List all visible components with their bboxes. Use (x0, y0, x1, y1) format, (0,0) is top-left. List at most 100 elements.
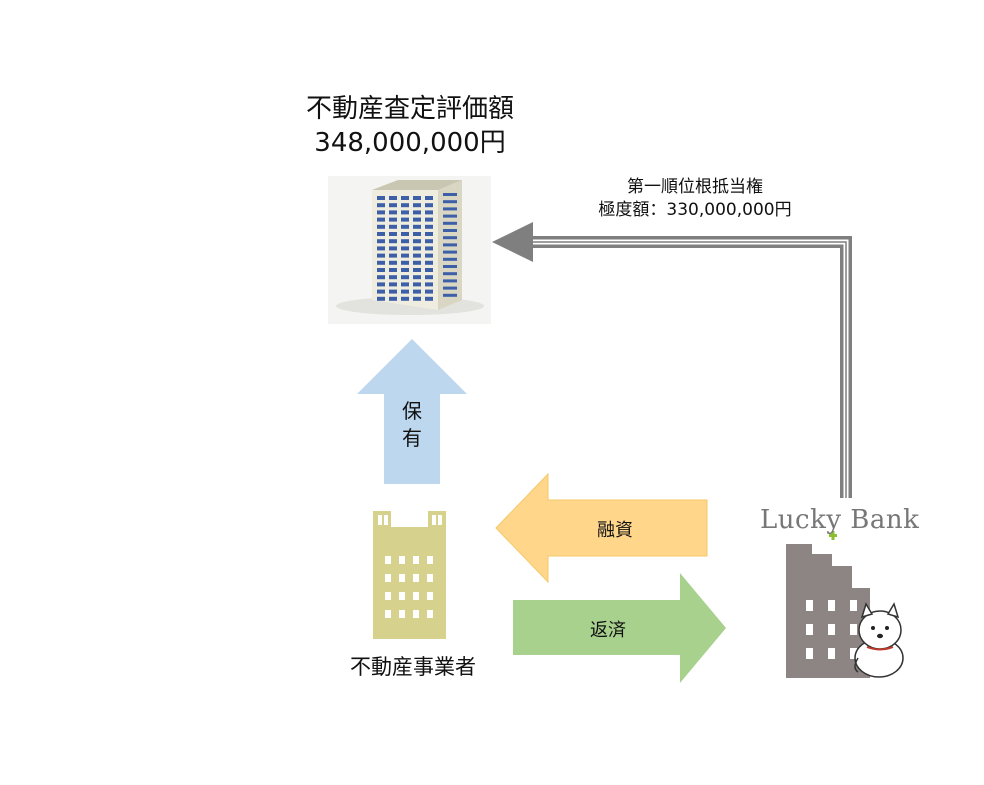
window (399, 556, 405, 564)
window (413, 196, 421, 200)
window (425, 203, 433, 208)
window (401, 275, 409, 280)
window (389, 210, 397, 215)
window (377, 232, 385, 236)
window (413, 203, 421, 208)
repay-label: 返済 (590, 620, 626, 641)
window (401, 239, 409, 244)
window (425, 296, 433, 301)
window (425, 196, 433, 200)
window (425, 239, 433, 244)
window (413, 610, 419, 618)
logo-text-lucky: Lucky (760, 505, 851, 535)
window (806, 648, 813, 659)
window (389, 253, 397, 258)
window (389, 232, 397, 236)
window (443, 265, 457, 268)
window (389, 217, 397, 222)
window (413, 282, 421, 287)
window (401, 217, 409, 222)
window (389, 224, 397, 229)
window (413, 260, 421, 265)
window (377, 224, 385, 229)
window (413, 246, 421, 251)
dog-mascot-illustration (854, 602, 904, 678)
window (413, 217, 421, 222)
window (443, 257, 457, 261)
window (377, 282, 385, 287)
window (425, 246, 433, 251)
logo-plus-icon (829, 531, 837, 540)
window (401, 246, 409, 251)
window (828, 648, 835, 659)
window (413, 296, 421, 301)
own-label: 保 有 (402, 399, 422, 450)
window (425, 210, 433, 215)
own-arrow (357, 339, 467, 484)
window (377, 296, 385, 301)
loan-arrow (495, 472, 708, 584)
company-label: 不動産事業者 (350, 655, 476, 679)
window (850, 648, 857, 659)
window (425, 289, 433, 294)
window (389, 289, 397, 294)
window (425, 282, 433, 287)
window (389, 296, 397, 301)
appraisal-amount: 348,000,000円 (314, 128, 506, 158)
lien-type: 第一順位根抵当権 (627, 177, 763, 197)
window (389, 239, 397, 244)
window (806, 624, 813, 635)
window (377, 260, 385, 265)
window (377, 196, 385, 200)
window (399, 592, 405, 600)
window (377, 210, 385, 215)
lucky-bank-logo: Lucky Bank (760, 505, 940, 535)
window (389, 275, 397, 280)
window (389, 196, 397, 200)
window (399, 574, 405, 582)
window (413, 556, 419, 564)
window (443, 243, 457, 247)
window (413, 253, 421, 258)
window (413, 275, 421, 280)
lien-limit: 極度額：330,000,000円 (598, 200, 792, 220)
appraisal-label: 不動産査定評価額 (305, 94, 514, 124)
window (389, 268, 397, 272)
window (401, 253, 409, 258)
window (443, 193, 457, 196)
window (413, 592, 419, 600)
window (377, 217, 385, 222)
window (401, 224, 409, 229)
window (413, 232, 421, 236)
window (443, 250, 457, 254)
window (425, 275, 433, 280)
window (401, 203, 409, 208)
window (427, 592, 433, 600)
window (443, 236, 457, 240)
company-building-icon (373, 511, 446, 639)
window (389, 282, 397, 287)
window (850, 600, 857, 611)
window (401, 289, 409, 294)
repay-arrow (513, 573, 726, 683)
window (413, 268, 421, 272)
window (377, 203, 385, 208)
window (377, 275, 385, 280)
window (377, 289, 385, 294)
window (389, 246, 397, 251)
tower-building-illustration (328, 176, 491, 324)
window (389, 203, 397, 208)
window (385, 610, 391, 618)
window (850, 624, 857, 635)
window (413, 224, 421, 229)
window (425, 217, 433, 222)
window (806, 600, 813, 611)
window (427, 556, 433, 564)
window (401, 296, 409, 301)
appraisal-heading: 不動産査定評価額 348,000,000円 (250, 92, 570, 160)
window (377, 253, 385, 258)
loan-label: 融資 (597, 520, 633, 541)
window (425, 268, 433, 272)
lien-description: 第一順位根抵当権 極度額：330,000,000円 (545, 176, 845, 222)
